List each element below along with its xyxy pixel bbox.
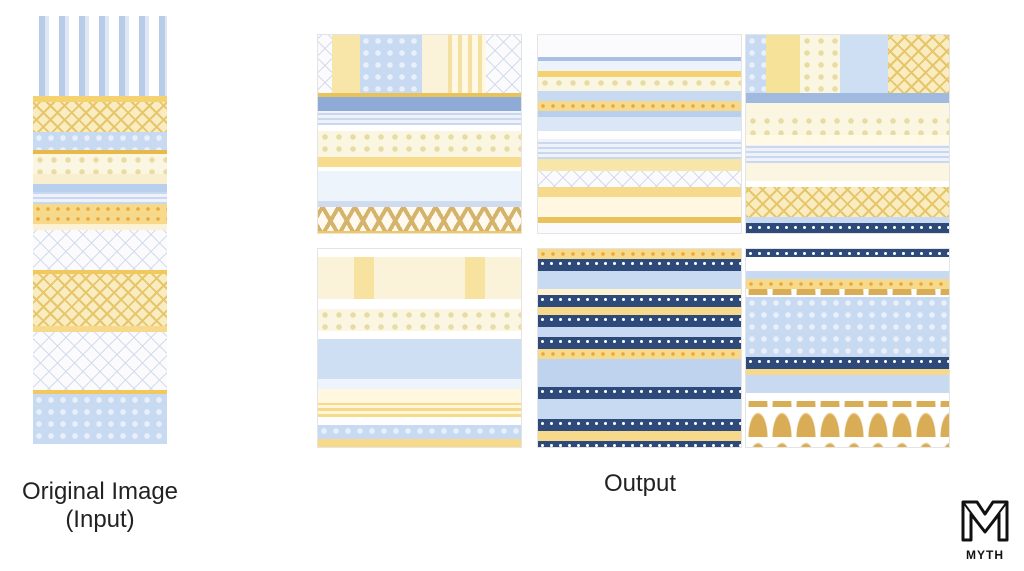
myth-logo: MYTH [955, 496, 1015, 562]
output-image-2 [537, 34, 742, 234]
input-caption-line2: (Input) [65, 506, 135, 533]
myth-logo-icon [961, 500, 1009, 542]
output-image-5 [537, 248, 742, 448]
output-image-4 [317, 248, 522, 448]
output-image-3 [745, 34, 950, 234]
input-pattern-image [33, 16, 167, 464]
input-caption: Original Image (Input) [0, 478, 200, 534]
output-image-1 [317, 34, 522, 234]
output-image-6 [745, 248, 950, 448]
logo-text: MYTH [966, 548, 1004, 562]
output-caption: Output [603, 470, 677, 497]
input-caption-line1: Original Image [21, 478, 179, 505]
